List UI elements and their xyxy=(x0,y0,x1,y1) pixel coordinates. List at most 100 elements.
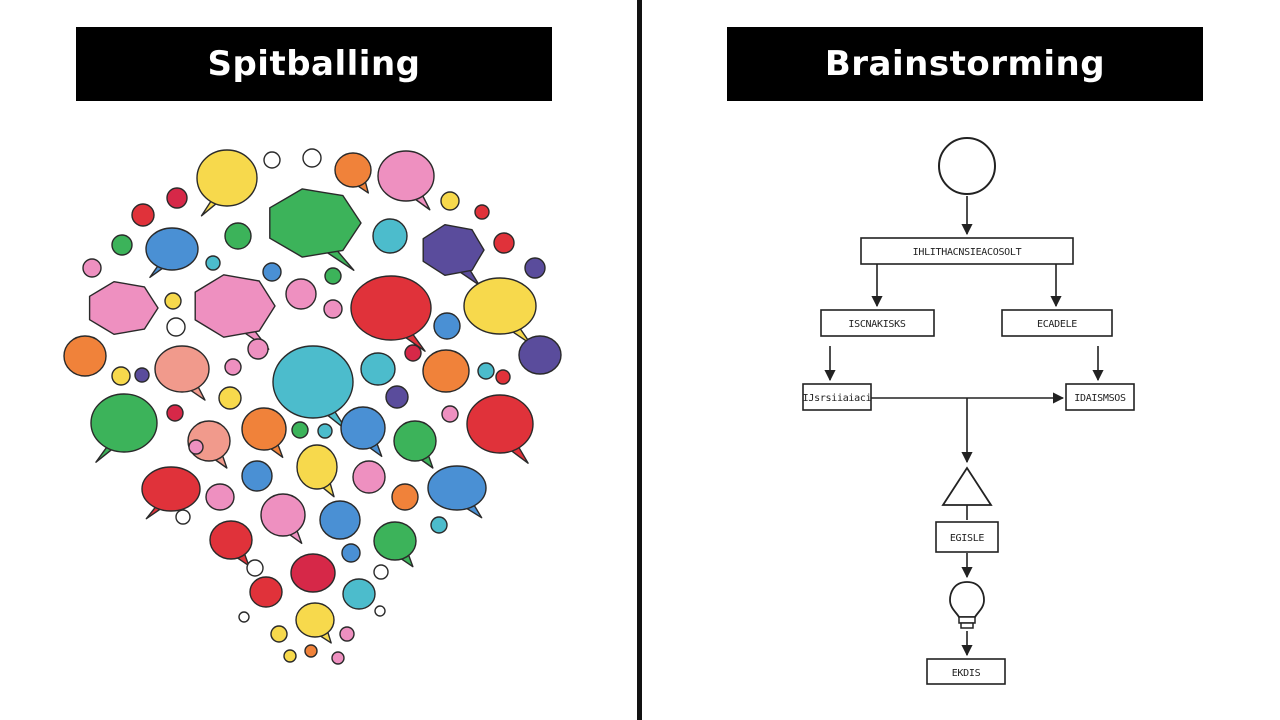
speech-bubble xyxy=(205,255,221,271)
speech-bubble xyxy=(373,521,417,568)
speech-bubble xyxy=(224,358,242,376)
low-left-node-label: IJsrsiiaiaci xyxy=(803,393,872,404)
speech-bubble xyxy=(324,267,342,285)
brainstorming-panel: Brainstorming IHLITHACNSIEACOSOLT ISCNAK… xyxy=(643,0,1280,720)
speech-bubble xyxy=(154,345,210,401)
end-node-box xyxy=(926,658,1006,685)
speech-bubble xyxy=(339,626,355,642)
speech-bubble xyxy=(372,218,408,254)
end-node-label: EKDIS xyxy=(952,668,981,679)
speech-bubble xyxy=(295,602,335,644)
speech-bubble xyxy=(224,222,252,250)
speech-bubble xyxy=(304,644,318,658)
speech-bubble xyxy=(141,466,201,520)
speech-bubble xyxy=(433,312,461,340)
mid-right-node-label: ECADELE xyxy=(1037,319,1077,330)
speech-bubble xyxy=(291,421,309,439)
speech-bubble xyxy=(422,224,485,286)
speech-bubble xyxy=(249,576,283,608)
speech-bubble xyxy=(319,500,361,540)
speech-bubble-cluster xyxy=(63,148,562,665)
speech-bubble xyxy=(269,188,362,271)
speech-bubble xyxy=(90,393,158,463)
speech-bubble xyxy=(493,232,515,254)
speech-bubble xyxy=(290,553,336,593)
speech-bubble xyxy=(131,203,155,227)
low-left-node-box xyxy=(802,383,872,411)
speech-bubble xyxy=(373,564,389,580)
decision-triangle xyxy=(941,466,993,506)
speech-bubble xyxy=(88,281,159,335)
speech-bubble xyxy=(145,227,199,279)
speech-bubble xyxy=(334,152,372,194)
speech-bubble xyxy=(495,369,511,385)
speech-bubble xyxy=(205,483,235,511)
speech-bubble xyxy=(518,335,562,375)
low-right-node-box xyxy=(1065,383,1135,411)
mid-left-node-box xyxy=(820,309,935,337)
speech-bubble xyxy=(323,299,343,319)
speech-bubble xyxy=(270,625,288,643)
speech-bubble xyxy=(350,275,432,352)
speech-bubble xyxy=(246,559,264,577)
top-node-box xyxy=(860,237,1074,265)
speech-bubble xyxy=(166,404,184,422)
spitballing-title: Spitballing xyxy=(76,27,552,101)
speech-bubble xyxy=(477,362,495,380)
speech-bubble xyxy=(247,338,269,360)
speech-bubble xyxy=(283,649,297,663)
speech-bubble xyxy=(374,605,386,617)
speech-bubble xyxy=(164,292,182,310)
speech-bubble xyxy=(238,611,250,623)
brainstorming-flowchart: IHLITHACNSIEACOSOLT ISCNAKISKS ECADELE I… xyxy=(802,137,1135,685)
speech-bubble xyxy=(341,543,361,563)
speech-bubble xyxy=(430,516,448,534)
speech-bubble xyxy=(63,335,107,377)
top-node-label: IHLITHACNSIEACOSOLT xyxy=(913,247,1022,258)
speech-bubble xyxy=(360,352,396,386)
step-node-box xyxy=(935,521,999,553)
step-node-label: EGISLE xyxy=(950,533,985,544)
low-right-node-label: IDAISMSOS xyxy=(1074,393,1126,404)
speech-bubble xyxy=(391,483,419,511)
speech-bubble xyxy=(427,465,487,519)
speech-bubble xyxy=(377,150,435,211)
speech-bubble xyxy=(218,386,242,410)
speech-bubble xyxy=(260,493,306,545)
speech-bubble xyxy=(524,257,546,279)
spitballing-panel: Spitballing xyxy=(0,0,637,720)
speech-bubble xyxy=(474,204,490,220)
speech-bubble xyxy=(262,262,282,282)
speech-bubble xyxy=(342,578,376,610)
speech-bubble xyxy=(352,460,386,494)
speech-bubble xyxy=(440,191,460,211)
speech-bubble xyxy=(422,349,470,393)
speech-bubble xyxy=(385,385,409,409)
panel-divider xyxy=(637,0,642,720)
speech-bubble xyxy=(82,258,102,278)
speech-bubble xyxy=(263,151,281,169)
speech-bubble xyxy=(302,148,322,168)
speech-bubble xyxy=(340,406,386,458)
speech-bubble xyxy=(194,274,276,350)
speech-bubble xyxy=(196,149,258,217)
lightbulb-icon xyxy=(949,581,985,629)
mid-right-node-box xyxy=(1001,309,1113,337)
speech-bubble xyxy=(393,420,437,469)
speech-bubble xyxy=(463,277,537,345)
speech-bubble xyxy=(317,423,333,439)
speech-bubble xyxy=(296,444,338,498)
brainstorming-title: Brainstorming xyxy=(727,27,1203,101)
speech-bubble xyxy=(241,460,273,492)
start-node-circle xyxy=(938,137,996,195)
speech-bubble xyxy=(466,394,534,464)
speech-bubble xyxy=(404,344,422,362)
speech-bubble xyxy=(331,651,345,665)
speech-bubble xyxy=(272,345,354,432)
speech-bubble xyxy=(111,234,133,256)
speech-bubble xyxy=(111,366,131,386)
speech-bubble xyxy=(134,367,150,383)
speech-bubble xyxy=(166,317,186,337)
speech-bubble xyxy=(188,439,204,455)
speech-bubble xyxy=(285,278,317,310)
